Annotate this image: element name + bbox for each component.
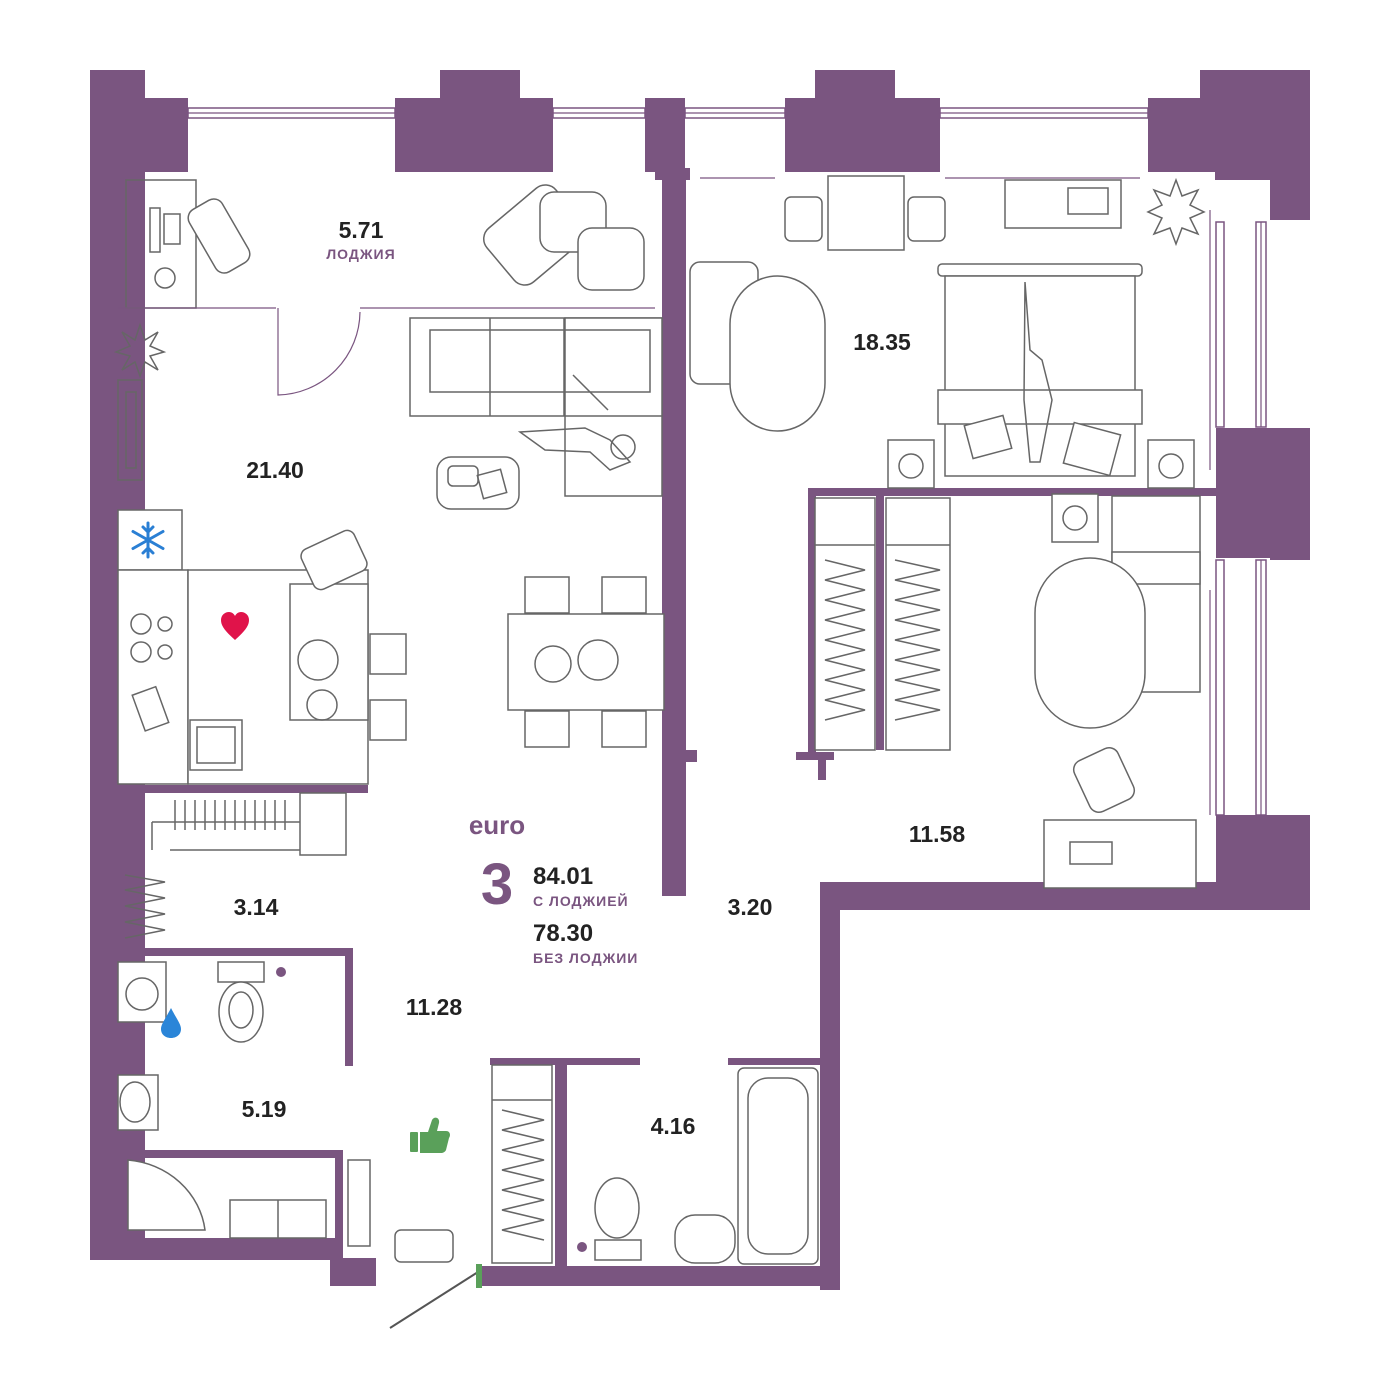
loggia (118, 179, 655, 396)
thumbs-up-icon (410, 1117, 450, 1153)
bath-right-area: 4.16 (651, 1113, 696, 1139)
heart-icon (221, 612, 249, 640)
net-area: 78.30 (533, 920, 593, 947)
windows (187, 107, 1267, 816)
bath-right-furniture (491, 1064, 819, 1265)
rooms-count: 3 (481, 852, 513, 917)
total-area: 84.01 (533, 863, 593, 890)
walls (90, 70, 1310, 1290)
living-room-area: 21.40 (246, 457, 304, 483)
corridor-right-area: 3.20 (728, 894, 773, 920)
water-drop-icon (161, 1008, 181, 1038)
room-labels: 5.71 ЛОДЖИЯ 21.40 18.35 11.58 3.20 3.14 … (234, 217, 966, 1139)
loggia-area: 5.71 (339, 217, 384, 243)
snowflake-icon (131, 521, 165, 559)
bedroom-main-area: 18.35 (853, 329, 911, 355)
bedroom-main-furniture (689, 175, 1211, 489)
entrance-door[interactable] (389, 1271, 479, 1329)
bedroom-second-area: 11.58 (909, 821, 965, 847)
apartment-summary: euro 3 84.01 С ЛОДЖИЕЙ 78.30 БЕЗ ЛОДЖИИ (469, 810, 638, 966)
storage-area: 3.14 (234, 894, 279, 920)
loggia-label: ЛОДЖИЯ (326, 246, 395, 262)
bath-left-area: 5.19 (242, 1096, 287, 1122)
bath-left-furniture (117, 961, 454, 1263)
storage-furniture (124, 792, 347, 939)
bedroom-second-furniture (814, 493, 1211, 889)
total-area-note: С ЛОДЖИЕЙ (533, 892, 629, 909)
hall-area: 11.28 (406, 994, 462, 1020)
living-room-furniture (113, 317, 665, 785)
net-area-note: БЕЗ ЛОДЖИИ (533, 950, 638, 966)
apartment-type: euro (469, 810, 525, 840)
